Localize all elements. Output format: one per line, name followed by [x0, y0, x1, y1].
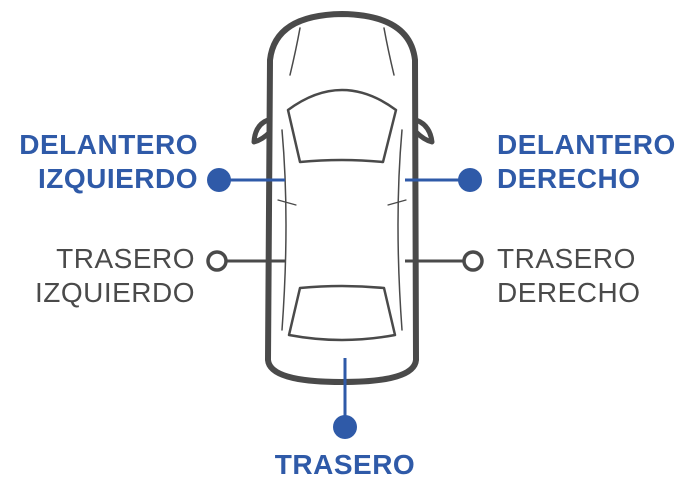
label-line: DELANTERO	[497, 129, 676, 160]
label-line: DERECHO	[497, 277, 641, 308]
label-line: DELANTERO	[19, 129, 198, 160]
label-front-right: DELANTERO DERECHO	[497, 128, 676, 196]
label-rear-left: TRASERO IZQUIERDO	[35, 242, 195, 310]
left-mirror	[251, 117, 273, 145]
right-mirror	[413, 117, 435, 145]
windshield	[286, 88, 398, 164]
rear-window	[287, 284, 397, 342]
label-line: IZQUIERDO	[37, 163, 198, 194]
label-line: TRASERO	[56, 243, 195, 274]
front-right-dot	[458, 168, 482, 192]
rear-left-ring	[206, 250, 228, 272]
label-line: TRASERO	[497, 243, 636, 274]
label-line: IZQUIERDO	[34, 277, 195, 308]
label-front-left: DELANTERO IZQUIERDO	[19, 128, 198, 196]
label-line: DERECHO	[497, 163, 641, 194]
label-rear: TRASERO	[274, 449, 416, 479]
label-rear-right: TRASERO DERECHO	[497, 242, 641, 310]
rear-right-ring	[462, 250, 484, 272]
front-left-dot	[207, 168, 231, 192]
rear-dot	[333, 415, 357, 439]
car-body	[265, 11, 419, 385]
